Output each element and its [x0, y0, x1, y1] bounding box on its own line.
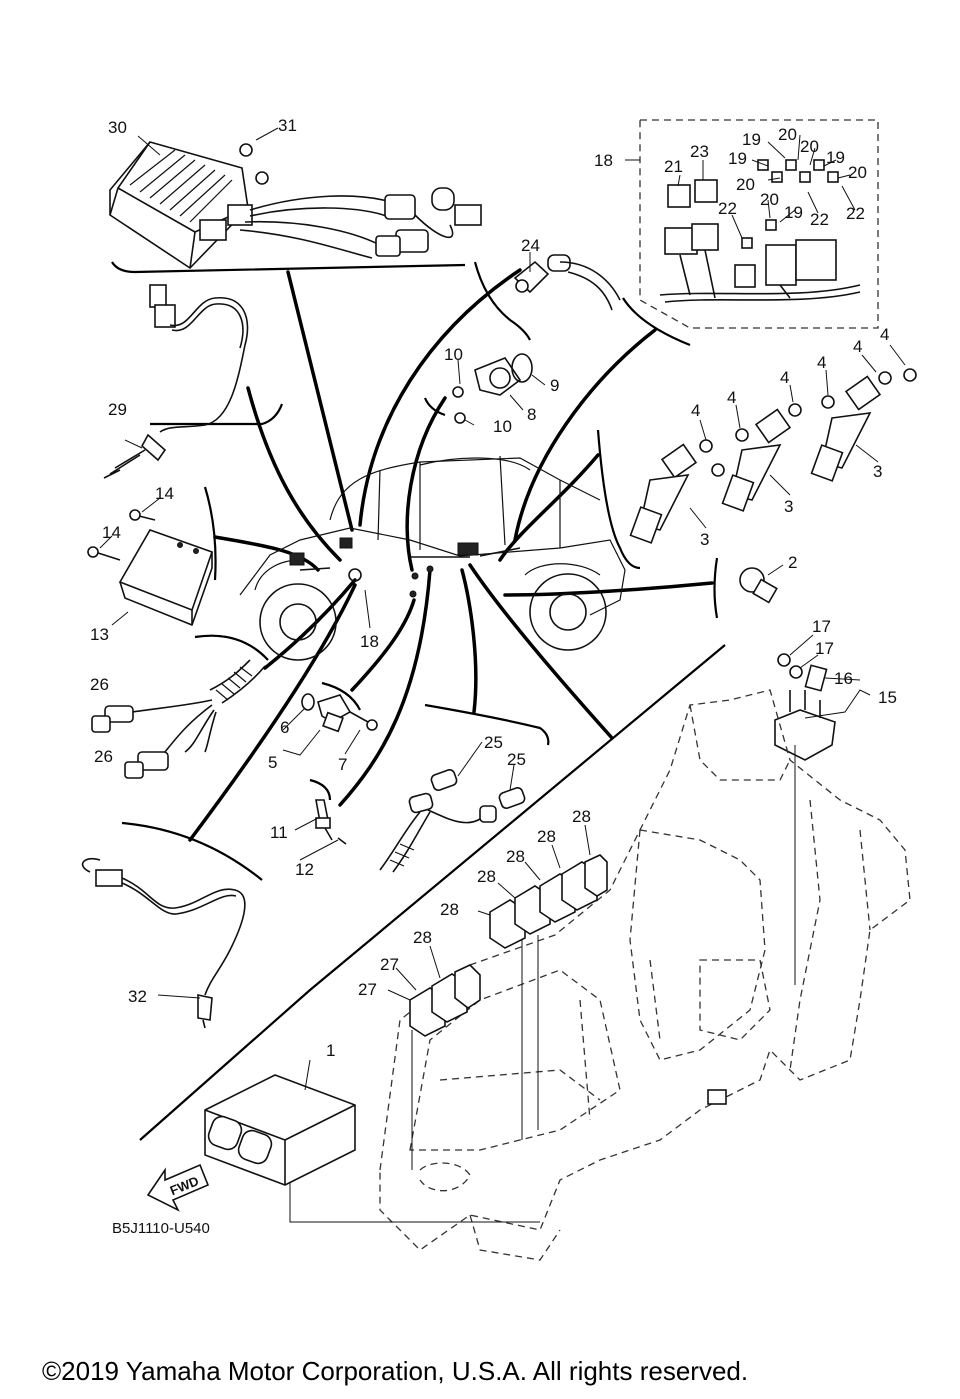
callout-19-a: 19 [742, 130, 761, 149]
part-28-relays [489, 854, 608, 949]
callout-19-b: 19 [728, 149, 747, 168]
callout-29: 29 [108, 400, 127, 419]
callout-7: 7 [338, 755, 347, 774]
callout-4-f: 4 [880, 325, 889, 344]
callout-4-b: 4 [727, 388, 736, 407]
part-32-sensor-lead [81, 857, 246, 1029]
callout-32: 32 [128, 987, 147, 1006]
assembly-connection-lines [188, 268, 714, 842]
vehicle-outline [239, 455, 626, 661]
callout-14-a: 14 [155, 484, 174, 503]
callout-17-a: 17 [812, 617, 831, 636]
callout-26-a: 26 [90, 675, 109, 694]
callout-28-a: 28 [572, 807, 591, 826]
part-1-ecu [204, 1074, 356, 1186]
callout-8: 8 [527, 405, 536, 424]
callout-28-e: 28 [440, 900, 459, 919]
part-18-fuse-box-group [639, 119, 879, 329]
callout-20-b: 20 [800, 137, 819, 156]
callout-22-c: 22 [718, 199, 737, 218]
callout-22-a: 22 [810, 210, 829, 229]
part-13-module [87, 509, 214, 626]
part-25-harness [379, 768, 526, 873]
part-26-harness [91, 659, 266, 779]
callout-5: 5 [268, 753, 277, 772]
callout-14-b: 14 [102, 523, 121, 542]
part-11-sensor [315, 799, 347, 845]
forward-direction-arrow: FWD [146, 1163, 210, 1212]
part-3-ignition-coils [629, 368, 917, 544]
part-27-relays [409, 964, 481, 1037]
callout-3-b: 3 [784, 497, 793, 516]
callout-6: 6 [280, 718, 289, 737]
callout-4-c: 4 [780, 368, 789, 387]
diagram-code: B5J1110-U540 [112, 1220, 210, 1237]
callout-10-a: 10 [444, 345, 463, 364]
callout-27-b: 27 [358, 980, 377, 999]
callout-28-c: 28 [506, 847, 525, 866]
part-8-sensor [452, 353, 533, 424]
chassis-frame [289, 689, 911, 1261]
callout-28-f: 28 [413, 928, 432, 947]
callout-28-b: 28 [537, 827, 556, 846]
callout-4-e: 4 [853, 337, 862, 356]
callout-27-a: 27 [380, 955, 399, 974]
part-5-sensor-assembly [301, 693, 378, 733]
callout-10-b: 10 [493, 417, 512, 436]
callout-19-c: 19 [826, 148, 845, 167]
part-2-switch [739, 567, 778, 604]
callout-20-c: 20 [736, 175, 755, 194]
callout-31: 31 [278, 116, 297, 135]
callout-4-d: 4 [817, 353, 826, 372]
callout-18-vehicle: 18 [360, 632, 379, 651]
callout-numbers: 30 31 18 21 23 19 20 19 20 19 20 20 22 2… [90, 116, 897, 1060]
part-30-control-unit [109, 141, 482, 270]
callout-25-a: 25 [484, 733, 503, 752]
callout-16: 16 [834, 669, 853, 688]
callout-28-d: 28 [477, 867, 496, 886]
callout-19-d: 19 [784, 203, 803, 222]
callout-23: 23 [690, 142, 709, 161]
callout-24: 24 [521, 236, 540, 255]
callout-22-b: 22 [846, 204, 865, 223]
callout-13: 13 [90, 625, 109, 644]
callout-2: 2 [788, 553, 797, 572]
callout-18-box: 18 [594, 151, 613, 170]
callout-21: 21 [664, 157, 683, 176]
callout-1: 1 [326, 1041, 335, 1060]
part-15-relay [774, 653, 836, 761]
callout-30: 30 [108, 118, 127, 137]
part-29-sensor [103, 284, 249, 479]
copyright-notice: ©2019 Yamaha Motor Corporation, U.S.A. A… [42, 1356, 748, 1386]
callout-20-e: 20 [760, 190, 779, 209]
callout-20-a: 20 [778, 125, 797, 144]
callout-25-b: 25 [507, 750, 526, 769]
region-brackets [111, 261, 726, 1141]
callout-17-b: 17 [815, 639, 834, 658]
callout-4-a: 4 [691, 401, 700, 420]
callout-3-c: 3 [873, 462, 882, 481]
part-24-connector [513, 254, 621, 311]
callout-15: 15 [878, 688, 897, 707]
callout-leader-lines [99, 127, 906, 1091]
callout-26-b: 26 [94, 747, 113, 766]
callout-3-a: 3 [700, 530, 709, 549]
callout-11: 11 [270, 823, 288, 842]
callout-12: 12 [295, 860, 314, 879]
callout-9: 9 [550, 376, 559, 395]
callout-20-d: 20 [848, 163, 867, 182]
